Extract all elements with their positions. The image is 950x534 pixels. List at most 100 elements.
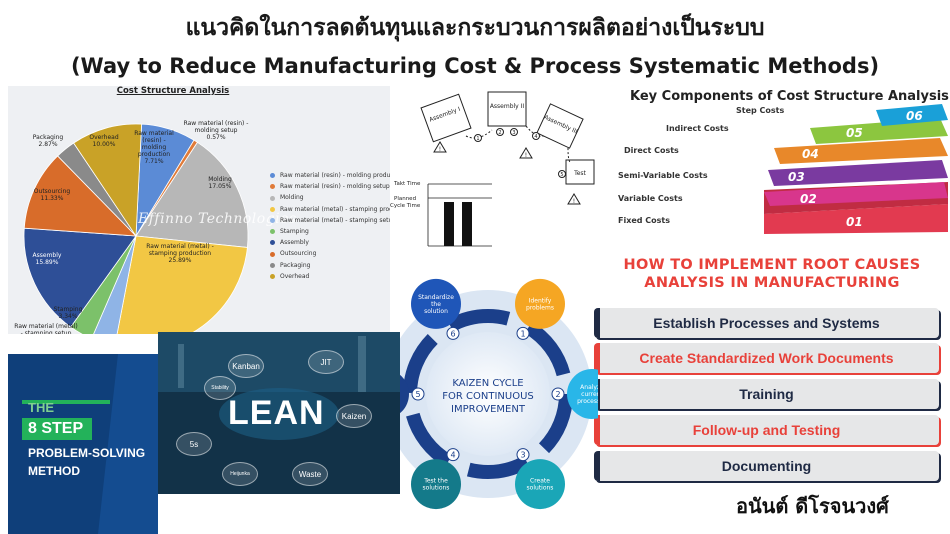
pie-slice [73, 123, 143, 238]
test-label: Test [573, 170, 586, 177]
eight-step-graphic [8, 354, 158, 534]
lean-tag: JIT [308, 350, 344, 374]
pie-label-metal-setup: Raw material (metal) - stamping setup [14, 323, 78, 334]
lean-tag: Stability [204, 376, 236, 400]
kaizen-step-number: 3 [520, 451, 525, 460]
step-2: 2 [498, 130, 501, 136]
kaizen-step-number: 1 [520, 329, 525, 338]
legend-swatch [270, 184, 275, 190]
legend-item: Raw material (resin) - molding setup [270, 181, 390, 192]
eight-step-line-3: PROBLEM-SOLVING [28, 446, 146, 460]
page-title-thai: แนวคิดในการลดต้นทุนและกระบวนการผลิตอย่าง… [185, 15, 765, 41]
kaizen-stage-label: current [581, 391, 598, 398]
kaizen-stage-circle [411, 459, 461, 510]
kaizen-step-number-badge [446, 326, 460, 340]
cycle-bar-1 [444, 202, 454, 246]
assembly-label-2: Assembly II [490, 103, 525, 110]
warning-icon [519, 147, 533, 159]
kaizen-stage-label: Identify [529, 297, 552, 304]
legend-item: Packaging [270, 260, 390, 271]
step-02 [764, 182, 948, 206]
kaizen-cycle-ring [403, 309, 573, 479]
kaizen-step-number-badge [516, 448, 530, 462]
lean-title: LEAN [228, 394, 325, 432]
cost-structure-panel: Cost Structure Analysis Effinno Technolo… [8, 86, 390, 334]
eight-step-line-2: 8 STEP [28, 420, 84, 437]
legend-label: Raw material (metal) - stamping producti… [280, 205, 390, 213]
kaizen-stage-label: solutions [527, 485, 554, 492]
root-step-2: Create Standardized Work Documents [594, 343, 939, 373]
direct-costs-label: Direct Costs [624, 146, 679, 155]
assembly-flow-diagram: Assembly I Assembly II Assembly III Test… [420, 91, 595, 205]
root-step-2-label: Create Standardized Work Documents [639, 350, 894, 366]
step-4: 4 [534, 134, 537, 140]
fixed-costs-label: Fixed Costs [618, 216, 671, 225]
indirect-costs-label: Indirect Costs [666, 124, 729, 133]
root-step-3-label: Training [739, 386, 794, 402]
legend-swatch [270, 251, 275, 257]
lean-tag: Kanban [228, 354, 264, 378]
step-number-06: 06 [906, 109, 923, 123]
kaizen-stage-circle [411, 278, 461, 329]
kaizen-stage-label: problems [526, 304, 554, 311]
legend-swatch [270, 195, 275, 201]
kaizen-stage-label: solution [424, 308, 448, 315]
watermark-text: Effinno Technologies [138, 211, 297, 227]
legend-item: Molding [270, 192, 390, 203]
root-step-3: Training [594, 379, 939, 409]
root-causes-panel: HOW TO IMPLEMENT ROOT CAUSES ANALYSIS IN… [594, 246, 950, 486]
kaizen-step-number: 2 [555, 390, 560, 399]
kaizen-stage-2: Analyzecurrentprocesses2 [551, 369, 598, 419]
root-step-5: Documenting [594, 451, 939, 481]
kaizen-step-number-badge [551, 387, 565, 401]
assembly-box-3 [536, 103, 584, 149]
author-name: อนันต์ ดีโรจนวงศ์ [736, 494, 889, 518]
step-number-01: 01 [846, 215, 863, 229]
kaizen-stage-label: solutions [423, 485, 450, 492]
step-04 [774, 138, 948, 164]
root-step-5-label: Documenting [721, 458, 812, 474]
kaizen-step-number: 5 [415, 390, 420, 399]
legend-label: Molding [280, 194, 304, 202]
root-step-1: Establish Processes and Systems [594, 308, 939, 338]
page-title-english: (Way to Reduce Manufacturing Cost & Proc… [70, 54, 880, 78]
kaizen-stage-label: processes [577, 398, 598, 405]
test-box [565, 159, 595, 185]
kaizen-stage-label: Create [530, 478, 550, 485]
warning-icon [433, 141, 447, 153]
kaizen-center [426, 332, 550, 456]
kaizen-stage-circle [567, 369, 598, 419]
root-step-1-label: Establish Processes and Systems [653, 315, 880, 331]
svg-text:!: ! [573, 198, 575, 205]
step-costs-label: Step Costs [736, 106, 785, 115]
legend-label: Outsourcing [280, 250, 317, 258]
lean-tag: Waste [292, 462, 328, 486]
step-number-05: 05 [846, 126, 863, 140]
kaizen-center-line-3: IMPROVEMENT [451, 404, 526, 415]
legend-item: Stamping [270, 226, 390, 237]
kaizen-stage-circle [515, 459, 565, 510]
kaizen-center-line-1: KAIZEN CYCLE [452, 378, 523, 389]
legend-label: Packaging [280, 261, 311, 269]
pie-slice [23, 155, 138, 237]
kaizen-stage-circle [515, 278, 565, 329]
eight-step-line-1: THE [28, 400, 54, 415]
step-06 [876, 104, 948, 126]
kaizen-stage-label: Test the [423, 478, 448, 485]
lean-tag: Kaizen [336, 404, 372, 428]
legend-swatch [270, 240, 275, 246]
cost-pie-chart [23, 123, 249, 334]
takt-time-chart: Takt Time Planned Cycle Time [390, 181, 492, 247]
legend-label: Raw material (metal) - stamping setup [280, 216, 390, 224]
cost-structure-title: Cost Structure Analysis [116, 86, 230, 96]
variable-costs-label: Variable Costs [618, 194, 683, 203]
assembly-box-1 [420, 93, 472, 143]
pie-label-metal-production: Raw material (metal) - stamping producti… [146, 243, 214, 264]
